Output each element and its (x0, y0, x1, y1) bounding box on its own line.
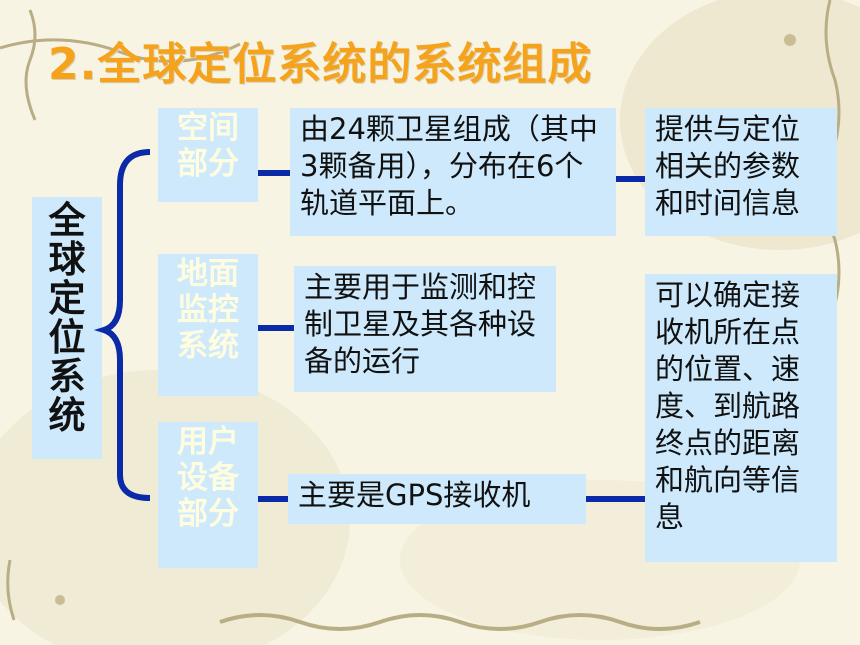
label-line: 空间 (177, 110, 239, 146)
function-space-segment: 提供与定位相关的参数和时间信息 (645, 108, 837, 236)
root-node-global-positioning-system: 全 球 定 位 系 统 (32, 197, 102, 459)
desc-space-segment: 由24颗卫星组成（其中3颗备用），分布在6个轨道平面上。 (290, 108, 616, 236)
root-char: 统 (48, 394, 86, 437)
root-char: 位 (48, 316, 86, 359)
desc-user-equipment: 主要是GPS接收机 (288, 474, 586, 524)
label-line: 系统 (177, 328, 239, 364)
slide-title: 2.全球定位系统的系统组成 (48, 39, 593, 90)
desc-ground-control: 主要用于监测和控制卫星及其各种设备的运行 (294, 266, 556, 392)
label-ground-control: 地面 监控 系统 (158, 254, 258, 396)
root-char: 球 (48, 238, 86, 281)
root-char: 系 (48, 355, 86, 398)
function-user-equipment: 可以确定接收机所在点的位置、速度、到航路终点的距离和航向等信息 (645, 274, 837, 562)
label-line: 用户 (177, 424, 239, 460)
root-char: 定 (48, 277, 86, 320)
label-line: 地面 (177, 256, 239, 292)
label-line: 部分 (177, 146, 239, 182)
label-line: 设备 (177, 460, 239, 496)
root-char: 全 (48, 199, 86, 242)
label-user-equipment: 用户 设备 部分 (158, 422, 258, 568)
label-space-segment: 空间 部分 (158, 108, 258, 202)
label-line: 部分 (177, 496, 239, 532)
label-line: 监控 (177, 292, 239, 328)
